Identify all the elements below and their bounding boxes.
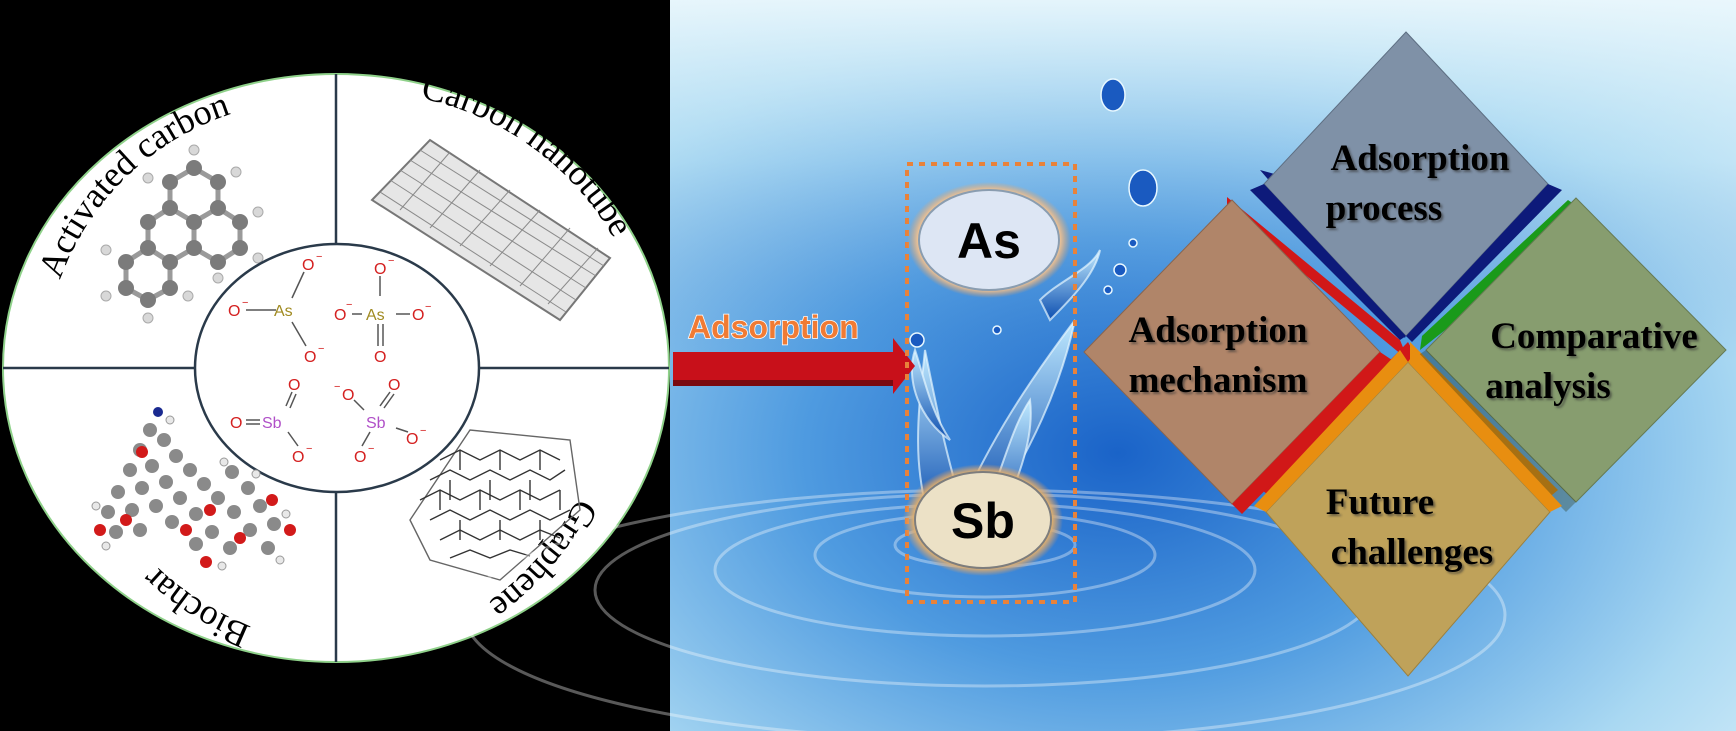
- svg-text:−: −: [306, 443, 312, 455]
- arsenite-center: As: [274, 303, 293, 320]
- arsenate-structure: As O − O − O − O: [334, 255, 431, 366]
- svg-text:−: −: [346, 299, 352, 311]
- svg-text:−: −: [334, 381, 340, 393]
- arsenate-o4: O: [374, 349, 386, 366]
- adsorbent-circle-panel: Activated carbon Carbon nanotube Biochar…: [2, 67, 670, 663]
- diamond-adsorption-mechanism-line1: Adsorption: [1129, 310, 1308, 351]
- diamond-adsorption-process-line1: Adsorption: [1331, 138, 1510, 179]
- adsorption-arrow: [673, 338, 915, 394]
- graphene-sheet-icon: [409, 429, 581, 581]
- antimonite-center: Sb: [262, 415, 282, 432]
- diamond-comparative-analysis-line1: Comparative: [1490, 316, 1698, 357]
- water-droplets: [909, 78, 1158, 348]
- contaminant-dotted-box: [905, 162, 1077, 604]
- antimonate-o3: O: [406, 431, 418, 448]
- antimonite-structure: Sb O O O −: [230, 377, 312, 466]
- svg-text:−: −: [420, 425, 426, 437]
- diamond-comparative-analysis-line2: analysis: [1485, 366, 1610, 407]
- svg-text:−: −: [368, 443, 374, 455]
- antimonate-o1: O: [388, 377, 400, 394]
- svg-text:−: −: [425, 301, 431, 313]
- review-topics-diamonds: Adsorption process Adsorption mechanism …: [1083, 31, 1727, 677]
- arsenate-o3: O: [412, 307, 424, 324]
- svg-text:−: −: [242, 297, 248, 309]
- antimonite-o1: O: [288, 377, 300, 394]
- arsenate-o2: O: [334, 307, 346, 324]
- biochar-molecule-icon: [91, 407, 296, 571]
- svg-text:−: −: [318, 343, 324, 355]
- arsenic-bubble: [918, 189, 1060, 291]
- diamond-adsorption-mechanism-line2: mechanism: [1129, 360, 1308, 401]
- arsenite-o2: O: [228, 303, 240, 320]
- diamond-future-challenges-line1: Future: [1326, 482, 1434, 523]
- arsenate-center: As: [366, 307, 385, 324]
- arsenite-structure: As O − O − O −: [228, 251, 324, 366]
- arsenite-o1: O: [302, 257, 314, 274]
- antimonite-o3: O: [292, 449, 304, 466]
- svg-text:−: −: [316, 251, 322, 263]
- diamond-future-challenges: [1265, 361, 1551, 677]
- arsenite-o3: O: [304, 349, 316, 366]
- antimonate-center: Sb: [366, 415, 386, 432]
- antimonate-o2: O: [342, 387, 354, 404]
- diamond-comparative-analysis: [1425, 197, 1727, 503]
- arsenic-label: As: [957, 213, 1021, 269]
- antimonate-o4: O: [354, 449, 366, 466]
- antimony-bubble: [914, 471, 1052, 569]
- svg-text:−: −: [388, 255, 394, 267]
- diamond-adsorption-process-line2: process: [1326, 188, 1442, 229]
- antimonate-structure: Sb O O − O − O −: [334, 377, 426, 466]
- species-circle: [193, 242, 481, 494]
- antimony-label: Sb: [951, 493, 1015, 549]
- antimonite-o2: O: [230, 415, 242, 432]
- arsenate-o1: O: [374, 261, 386, 278]
- carbon-nanotube-icon: [370, 138, 612, 322]
- diamond-future-challenges-line2: challenges: [1331, 532, 1493, 573]
- activated-carbon-atoms: [118, 160, 248, 308]
- adsorption-label: Adsorption: [688, 309, 859, 345]
